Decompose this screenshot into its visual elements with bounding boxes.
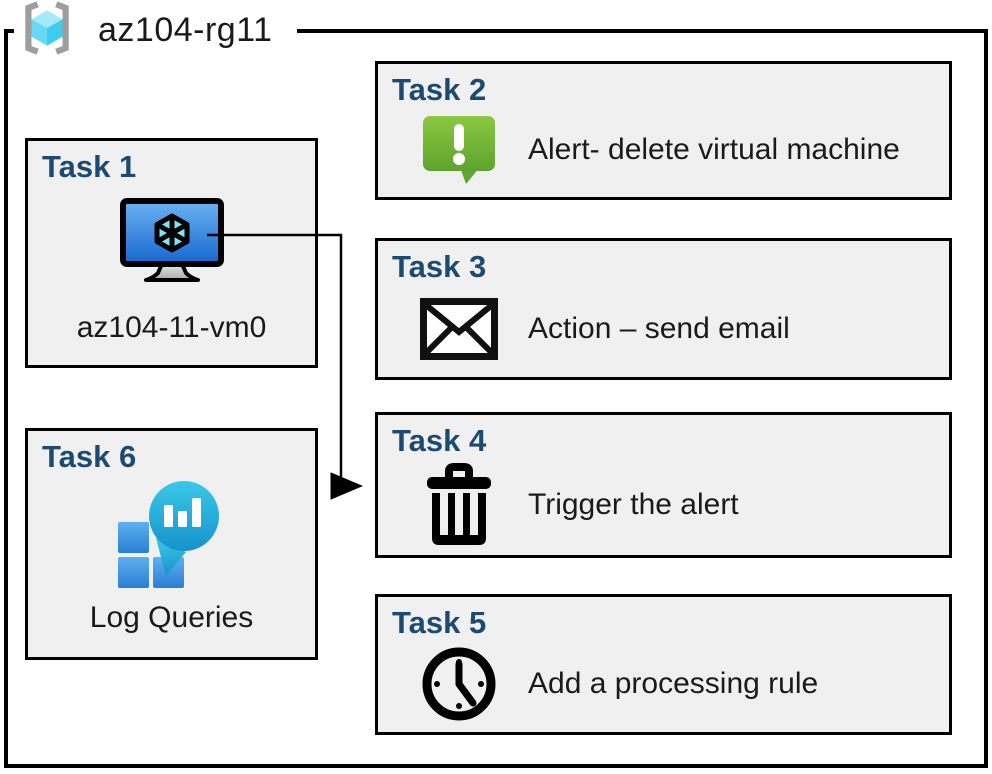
- task1-box: Task 1 az104-11-vm0: [25, 138, 318, 368]
- resource-group-header: az104-rg11: [14, 0, 297, 61]
- virtual-machine-icon: [119, 198, 225, 291]
- task5-label: Task 5: [392, 605, 487, 640]
- resource-group-boundary: [4, 29, 988, 768]
- task5-box: Task 5 Add a processing rule: [375, 594, 952, 735]
- task1-label: Task 1: [42, 149, 137, 184]
- clock-icon: [418, 644, 500, 724]
- task2-box: Task 2 Alert- delete virtual machine: [375, 61, 952, 200]
- task4-text: Trigger the alert: [528, 487, 739, 521]
- task2-text: Alert- delete virtual machine: [528, 133, 900, 167]
- trash-icon: [418, 462, 500, 548]
- task5-text: Add a processing rule: [528, 667, 819, 701]
- task4-label: Task 4: [392, 423, 487, 458]
- task1-text: az104-11-vm0: [76, 311, 267, 345]
- task4-box: Task 4 Trigger the alert: [375, 412, 952, 558]
- task2-label: Task 2: [392, 72, 487, 107]
- email-icon: [418, 297, 500, 360]
- log-analytics-icon: [116, 478, 228, 595]
- task6-box: Task 6 Log Q: [25, 428, 318, 660]
- alert-icon: [418, 113, 500, 187]
- task3-box: Task 3 Action – send email: [375, 238, 952, 380]
- task6-label: Task 6: [42, 439, 137, 474]
- task6-text: Log Queries: [89, 601, 254, 635]
- resource-group-title: az104-rg11: [98, 10, 273, 49]
- task3-text: Action – send email: [528, 311, 790, 345]
- task3-label: Task 3: [392, 249, 487, 284]
- resource-group-icon: [16, 0, 78, 61]
